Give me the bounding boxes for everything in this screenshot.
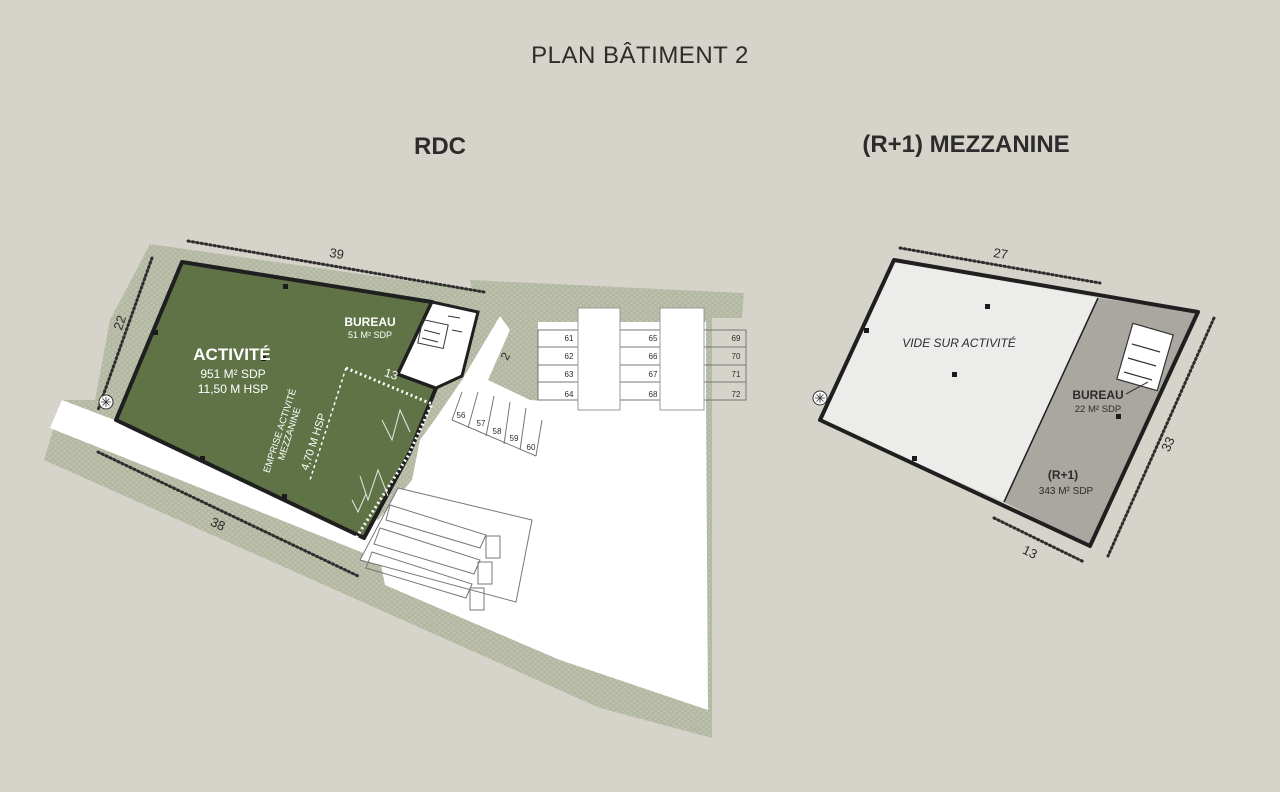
parking-number: 72 — [732, 390, 741, 399]
site-entrance — [462, 316, 510, 380]
mezzanine-stair-icon — [1116, 322, 1174, 392]
dimension-line-bottom — [96, 450, 360, 578]
mezz-bureau-title: BUREAU — [1072, 388, 1123, 402]
mezz-dimension-bottom: 13 — [1020, 542, 1040, 562]
mezzanine-plan: (R+1) MEZZANINE VIDE SUR ACTIVITÉ BUREAU… — [812, 131, 1216, 564]
parking-number: 68 — [649, 390, 658, 399]
dimension-line-top — [186, 239, 486, 294]
parking-number: 61 — [565, 334, 574, 343]
activity-area: 951 M² SDP — [200, 367, 265, 381]
parking-number: 63 — [565, 370, 574, 379]
parking-number: 59 — [510, 434, 519, 443]
dimension-bottom: 38 — [208, 514, 227, 534]
mezz-dimension-top: 27 — [992, 245, 1009, 262]
parking-number: 62 — [565, 352, 574, 361]
void-area — [820, 260, 1098, 502]
parking-number: 57 — [477, 419, 486, 428]
activity-height: 11,50 M HSP — [198, 382, 268, 396]
parking-number: 56 — [457, 411, 466, 420]
mezz-dimension-line-bottom — [992, 516, 1086, 564]
dock-doors — [351, 408, 411, 514]
dimension-top: 39 — [328, 245, 345, 262]
mezzanine-footprint — [345, 366, 435, 539]
parking-lane-1 — [577, 307, 621, 411]
parking-number: 65 — [649, 334, 658, 343]
parking-number: 67 — [649, 370, 658, 379]
void-label: VIDE SUR ACTIVITÉ — [902, 335, 1017, 350]
rdc-heading: RDC — [414, 133, 466, 160]
truck-bays — [359, 487, 533, 611]
bureau-area: 51 M² SDP — [348, 330, 392, 340]
r1-area: 343 M² SDP — [1039, 486, 1094, 497]
compass-icon — [98, 394, 114, 410]
structure-posts — [153, 284, 288, 499]
parking-lane-2 — [659, 307, 705, 411]
mezz-dimension-line-right — [1106, 316, 1216, 558]
activity-title: ACTIVITÉ — [193, 345, 270, 364]
mezzanine-heading: (R+1) MEZZANINE — [862, 131, 1069, 158]
bureau-title: BUREAU — [344, 315, 395, 329]
bureau-block — [395, 300, 480, 390]
mezz-dimension-line-top — [898, 246, 1102, 285]
rdc-plan: RDC 61 62 63 64 65 66 67 6 — [44, 133, 747, 738]
dimension-line-left — [96, 256, 154, 412]
parking-number: 60 — [527, 443, 536, 452]
parking-number: 58 — [493, 427, 502, 436]
mezz-dimension-right: 33 — [1158, 434, 1178, 453]
mezzanine-edge — [309, 367, 347, 481]
dimension-mezz-width: 13 — [383, 365, 400, 383]
parking-number: 64 — [565, 390, 574, 399]
mezzanine-outline — [818, 258, 1200, 548]
parking-number: 69 — [732, 334, 741, 343]
mezz-compass-icon — [812, 390, 828, 406]
mezzanine-posts — [864, 304, 1121, 461]
parking-bays-diagonal — [451, 391, 543, 457]
stair-icon — [417, 315, 463, 350]
parking-number: 71 — [732, 370, 741, 379]
page-title: PLAN BÂTIMENT 2 — [531, 42, 749, 69]
bureau-leader — [1125, 381, 1149, 395]
parking-number: 66 — [649, 352, 658, 361]
mezz-bureau-area: 22 M² SDP — [1075, 404, 1121, 415]
mezzanine-divider — [1003, 297, 1099, 503]
parking-number: 70 — [732, 352, 741, 361]
r1-title: (R+1) — [1048, 468, 1078, 482]
dimension-left: 22 — [110, 313, 129, 331]
